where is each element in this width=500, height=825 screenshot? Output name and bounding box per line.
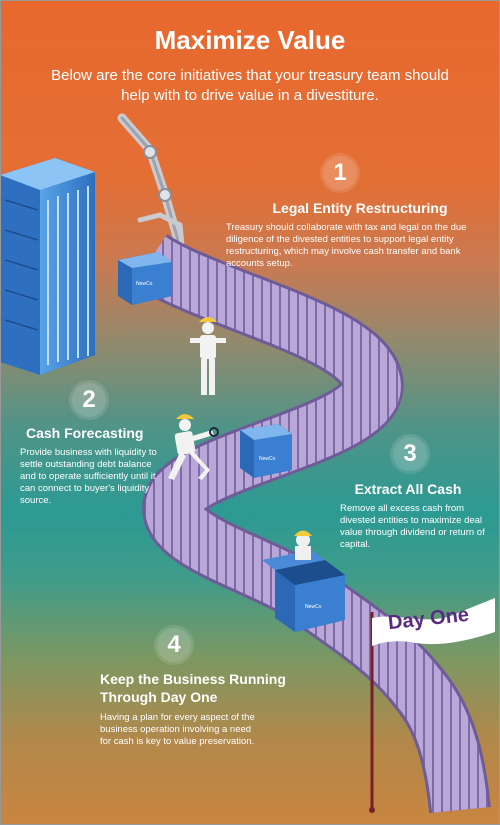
step-number-4: 4 xyxy=(157,628,191,662)
robot-arm xyxy=(117,113,185,249)
box-logo: NewCo xyxy=(305,604,322,610)
day-one-flag xyxy=(369,598,495,813)
step-body-1: Treasury should collaborate with tax and… xyxy=(226,222,467,269)
step-heading-3: Extract All Cash xyxy=(354,481,462,497)
newco-box: NewCo xyxy=(240,424,292,478)
page-subtitle: Below are the core initiatives that your… xyxy=(51,67,449,104)
step-body-3: Remove all excess cash from divested ent… xyxy=(340,503,485,550)
step-number-3: 3 xyxy=(393,437,427,471)
step-number-1: 1 xyxy=(323,156,357,190)
box-logo: NewCo xyxy=(259,456,276,462)
step-heading-1: Legal Entity Restructuring xyxy=(272,200,448,216)
step-heading-2: Cash Forecasting xyxy=(26,425,144,441)
worker-figure xyxy=(190,317,226,395)
step-body-2: Provide business with liquidity to settl… xyxy=(20,447,157,506)
step-heading-4: Keep the Business Running Through Day On… xyxy=(100,671,286,705)
step-number-2: 2 xyxy=(72,383,106,417)
newco-box-open: NewCo xyxy=(262,530,345,632)
step-body-4: Having a plan for every aspect of the bu… xyxy=(100,712,255,747)
page-title: Maximize Value xyxy=(154,25,346,55)
newco-box: NewCo xyxy=(118,252,172,305)
conveyor-belt xyxy=(132,233,491,814)
box-logo: NewCo xyxy=(136,281,153,287)
office-building xyxy=(0,158,95,375)
worker-figure xyxy=(168,414,219,480)
